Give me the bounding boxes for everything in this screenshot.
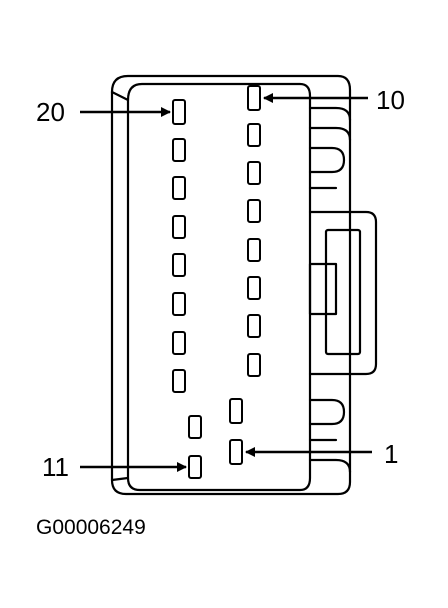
pin-12 <box>188 415 202 439</box>
callout-label-11: 11 <box>42 452 69 482</box>
figure-code: G00006249 <box>36 516 146 539</box>
pin-15 <box>172 292 186 316</box>
pin-18 <box>172 176 186 200</box>
callout-label-20: 20 <box>36 97 65 127</box>
locking-tab <box>308 210 378 376</box>
pin-13 <box>172 369 186 393</box>
pin-9 <box>247 123 261 147</box>
pin-6 <box>247 238 261 262</box>
pin-7 <box>247 199 261 223</box>
pin-20 <box>172 99 186 125</box>
pin-8 <box>247 161 261 185</box>
pin-10 <box>247 85 261 111</box>
pin-2 <box>229 398 243 424</box>
pin-column-left <box>172 99 202 479</box>
housing-ribs <box>308 106 352 474</box>
pin-17 <box>172 215 186 239</box>
pin-4 <box>247 314 261 338</box>
connector-housing <box>110 74 352 496</box>
pin-11 <box>188 455 202 479</box>
callout-label-10: 10 <box>376 85 405 115</box>
pin-column-right <box>229 85 261 465</box>
pin-14 <box>172 331 186 355</box>
pin-16 <box>172 253 186 277</box>
pin-19 <box>172 138 186 162</box>
pin-1 <box>229 439 243 465</box>
pin-3 <box>247 353 261 377</box>
pin-5 <box>247 276 261 300</box>
callout-label-1: 1 <box>384 439 398 469</box>
